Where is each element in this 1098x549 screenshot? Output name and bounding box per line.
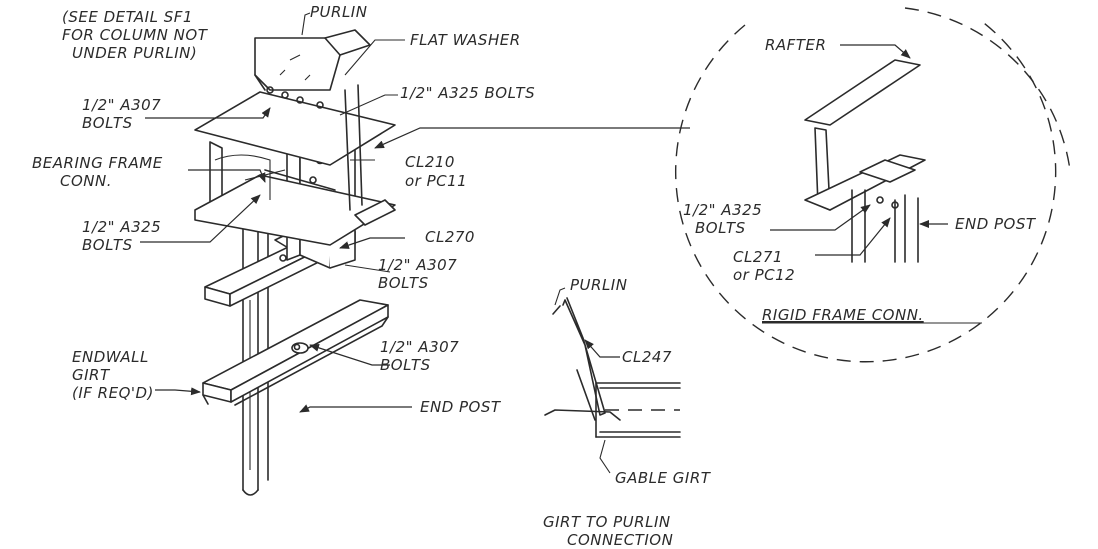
see-detail-line-1: (SEE DETAIL SF1 xyxy=(62,8,193,26)
purlin-mid-label: PURLIN xyxy=(570,276,627,294)
a307-bolts-mid-line-1: 1/2" A307 xyxy=(378,256,457,274)
purlin-top-label: PURLIN xyxy=(310,3,367,21)
a307-bolts-low-line-1: 1/2" A307 xyxy=(380,338,459,356)
leader-lines xyxy=(140,12,948,474)
flat-washer-label: FLAT WASHER xyxy=(410,31,521,49)
see-detail-line-3: UNDER PURLIN) xyxy=(72,44,197,62)
cl247-label: CL247 xyxy=(622,348,672,366)
girt-to-purlin-line-1: GIRT TO PURLIN xyxy=(543,513,671,531)
endwall-girt-lower xyxy=(202,299,389,406)
endwall-girt-line-2: GIRT xyxy=(72,366,111,384)
rigid-frame-detail xyxy=(675,7,1071,363)
a307-bolts-low-line-2: BOLTS xyxy=(380,356,431,374)
endwall-girt-line-3: (IF REQ'D) xyxy=(72,384,154,402)
bearing-frame-line-2: CONN. xyxy=(60,172,112,190)
a325-bolts-top-label: 1/2" A325 BOLTS xyxy=(400,84,535,102)
purlin-top xyxy=(254,29,371,109)
endwall-girt-line-1: ENDWALL xyxy=(72,348,149,366)
a307-bolts-top-line-1: 1/2" A307 xyxy=(82,96,161,114)
a325-bolts-right-line-1: 1/2" A325 xyxy=(683,201,762,219)
rafter-i-beam xyxy=(194,84,396,246)
rafter-label: RAFTER xyxy=(765,36,826,54)
a325-bolts-mid-line-2: BOLTS xyxy=(82,236,133,254)
gable-girt-label: GABLE GIRT xyxy=(615,469,712,487)
end-post-right-label: END POST xyxy=(955,215,1037,233)
see-detail-line-2: FOR COLUMN NOT xyxy=(62,26,209,44)
cl210-line-1: CL210 xyxy=(405,153,455,171)
cl271-line-2: or PC12 xyxy=(733,266,795,284)
a325-bolts-right-line-2: BOLTS xyxy=(695,219,746,237)
end-post-left-label: END POST xyxy=(420,398,502,416)
rigid-frame-title: RIGID FRAME CONN. xyxy=(762,306,924,324)
cl270-label: CL270 xyxy=(425,228,475,246)
girt-to-purlin-detail xyxy=(544,297,681,438)
cl210-line-2: or PC11 xyxy=(405,172,467,190)
a307-bolts-top-line-2: BOLTS xyxy=(82,114,133,132)
bearing-frame-line-1: BEARING FRAME xyxy=(32,154,163,172)
girt-to-purlin-line-2: CONNECTION xyxy=(567,531,673,549)
a307-bolts-mid-line-2: BOLTS xyxy=(378,274,429,292)
a325-bolts-mid-line-1: 1/2" A325 xyxy=(82,218,161,236)
cl271-line-1: CL271 xyxy=(733,248,783,266)
annotation-labels: PURLIN (SEE DETAIL SF1 FOR COLUMN NOT UN… xyxy=(32,3,1037,549)
